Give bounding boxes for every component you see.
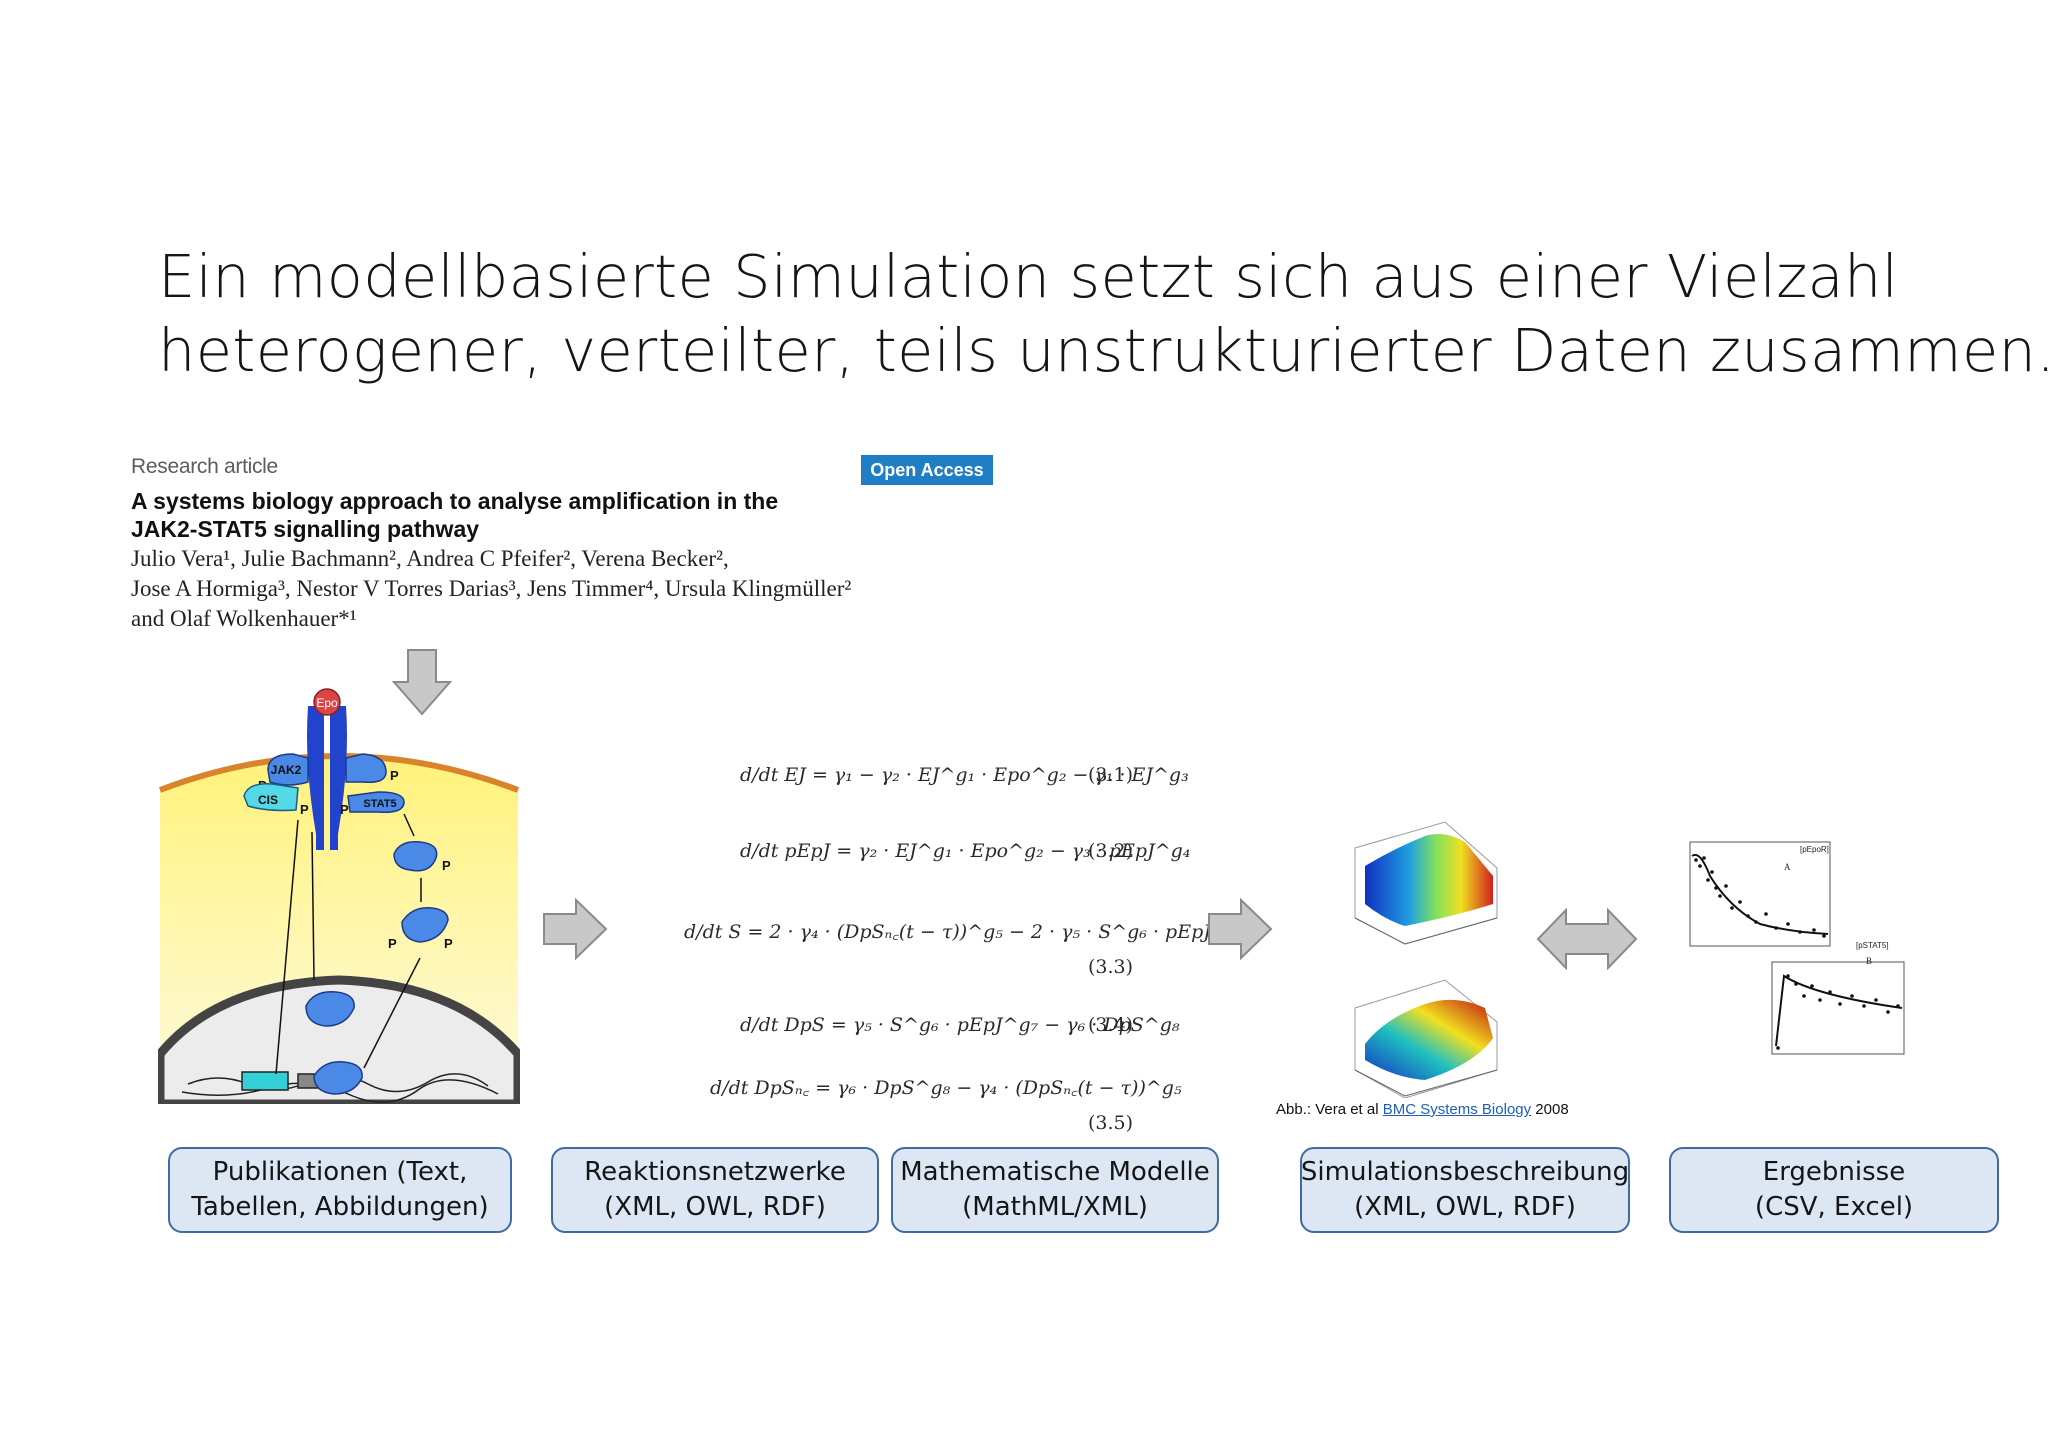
paper-title: A systems biology approach to analyse am… (131, 487, 931, 543)
plot-b-letter: B (1866, 956, 1872, 966)
equation-lhs: d/dt DpSₙ꜀ (710, 1077, 810, 1099)
equation-lhs: d/dt EJ (740, 764, 806, 786)
equation-rhs: = γ₅ · S^g₆ · pEpJ^g₇ − γ₆ · DpS^g₈ (830, 1014, 1180, 1036)
p-label: P (442, 858, 451, 873)
box-line2: (MathML/XML) (962, 1192, 1148, 1222)
p-label: P (340, 802, 349, 817)
down-arrow-icon (391, 649, 453, 716)
p-label: P (300, 802, 309, 817)
box-line1: Mathematische Modelle (900, 1157, 1210, 1187)
equation-rhs: = γ₆ · DpS^g₈ − γ₄ · (DpSₙ꜀(t − τ))^g₅ (815, 1077, 1182, 1099)
equation-3-1: d/dt EJ = γ₁ − γ₂ · EJ^g₁ · Epo^g₂ − γ₁ … (740, 764, 1189, 786)
equation-number: (3.4) (1088, 1014, 1134, 1036)
equation-3-5: d/dt DpSₙ꜀ = γ₆ · DpS^g₈ − γ₄ · (DpSₙ꜀(t… (710, 1074, 1182, 1100)
p-label: P (388, 936, 397, 951)
equation-3-2: d/dt pEpJ = γ₂ · EJ^g₁ · Epo^g₂ − γ₃ · p… (740, 840, 1190, 862)
paper-authors: Julio Vera¹, Julie Bachmann², Andrea C P… (131, 544, 991, 634)
paper-kicker: Research article (131, 455, 278, 478)
equation-number: (3.3) (1088, 956, 1134, 978)
stat5-label: STAT5 (363, 798, 396, 810)
caption-prefix: Abb.: Vera et al (1276, 1101, 1383, 1118)
paper-authors-line1: Julio Vera¹, Julie Bachmann², Andrea C P… (131, 546, 729, 571)
box-line1: Simulationsbeschreibung (1300, 1157, 1630, 1187)
slide-title-line1: Ein modellbasierte Simulation setzt sich… (158, 242, 1899, 311)
jak2-label: JAK2 (271, 763, 302, 777)
box-simulationsbeschreibung: Simulationsbeschreibung (XML, OWL, RDF) (1300, 1147, 1630, 1233)
plot-a-letter: A (1784, 862, 1791, 872)
equation-3-3: d/dt S = 2 · γ₄ · (DpSₙ꜀(t − τ))^g₅ − 2 … (684, 918, 1247, 944)
equation-number: (3.1) (1088, 764, 1134, 786)
slide-title-line2: heterogener, verteilter, teils unstruktu… (158, 316, 2048, 385)
caption-suffix: 2008 (1531, 1101, 1569, 1118)
results-plots: [pEpoR] A [pSTAT5] B (1689, 841, 1905, 1055)
paper-title-line2: JAK2-STAT5 signalling pathway (131, 516, 480, 542)
equation-lhs: d/dt pEpJ (740, 840, 831, 862)
paper-authors-line3: and Olaf Wolkenhauer*¹ (131, 606, 357, 631)
box-reaktionsnetzwerke: Reaktionsnetzwerke (XML, OWL, RDF) (551, 1147, 879, 1233)
equation-number: (3.2) (1088, 840, 1134, 862)
box-line1: Publikationen (Text, (212, 1157, 468, 1187)
open-access-badge: Open Access (861, 455, 993, 485)
equation-rhs: = 2 · γ₄ · (DpSₙ꜀(t − τ))^g₅ − 2 · γ₅ · … (747, 921, 1247, 943)
box-line1: Reaktionsnetzwerke (584, 1157, 846, 1187)
right-arrow-icon (1208, 898, 1273, 960)
cell-signalling-diagram: Epo JAK2 P P CIS P STAT5 P P P P (158, 688, 520, 1104)
equation-number: (3.5) (1088, 1112, 1134, 1134)
box-line2: Tabellen, Abbildungen) (191, 1192, 489, 1222)
box-line2: (XML, OWL, RDF) (1354, 1192, 1576, 1222)
equation-rhs: = γ₂ · EJ^g₁ · Epo^g₂ − γ₃ · pEpJ^g₄ (836, 840, 1191, 862)
box-line2: (XML, OWL, RDF) (604, 1192, 826, 1222)
epo-label: Epo (316, 696, 338, 710)
paper-authors-line2: Jose A Hormiga³, Nestor V Torres Darias³… (131, 576, 852, 601)
equation-block: d/dt EJ = γ₁ − γ₂ · EJ^g₁ · Epo^g₂ − γ₁ … (680, 742, 1247, 1134)
box-ergebnisse: Ergebnisse (CSV, Excel) (1669, 1147, 1999, 1233)
double-arrow-icon (1536, 908, 1638, 970)
plot-b-title: [pSTAT5] (1856, 941, 1889, 950)
right-arrow-icon (543, 898, 608, 960)
paper-title-line1: A systems biology approach to analyse am… (131, 488, 779, 514)
figure-caption: Abb.: Vera et al BMC Systems Biology 200… (1276, 1101, 1569, 1118)
surface-plots (1354, 821, 1498, 1098)
plot-a-title: [pEpoR] (1800, 845, 1829, 854)
caption-link[interactable]: BMC Systems Biology (1382, 1101, 1532, 1118)
box-line2: (CSV, Excel) (1754, 1192, 1914, 1222)
p-label: P (444, 936, 453, 951)
box-publikationen: Publikationen (Text, Tabellen, Abbildung… (168, 1147, 512, 1233)
p-label: P (390, 768, 399, 783)
equation-3-4: d/dt DpS = γ₅ · S^g₆ · pEpJ^g₇ − γ₆ · Dp… (740, 1014, 1179, 1036)
box-mathematische-modelle: Mathematische Modelle (MathML/XML) (891, 1147, 1219, 1233)
slide-title: Ein modellbasierte Simulation setzt sich… (158, 240, 2048, 388)
cis-label: CIS (258, 793, 278, 807)
equation-rhs: = γ₁ − γ₂ · EJ^g₁ · Epo^g₂ − γ₁ · EJ^g₃ (811, 764, 1189, 786)
box-line1: Ergebnisse (1762, 1157, 1906, 1187)
equation-lhs: d/dt DpS (740, 1014, 825, 1036)
equation-lhs: d/dt S (684, 921, 742, 943)
